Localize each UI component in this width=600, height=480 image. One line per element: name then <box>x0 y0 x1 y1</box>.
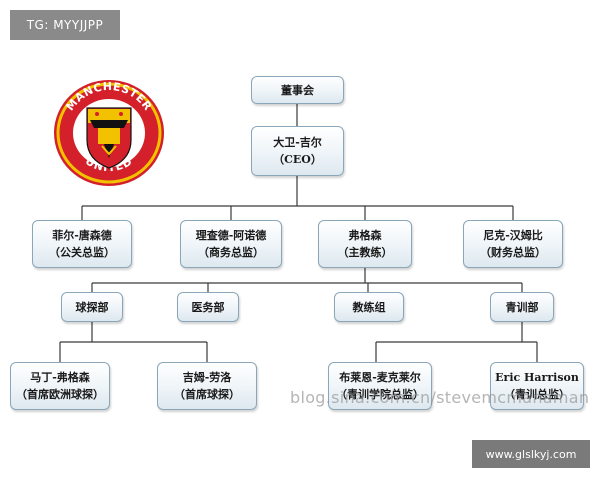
dept-node-scouting: 球探部 <box>61 292 123 322</box>
dept-node-medical: 医务部 <box>177 292 239 322</box>
staff-node-european-scout: 马丁-弗格森 （首席欧洲球探） <box>10 362 110 410</box>
exec-node-commercial: 理查德-阿诺德 （商务总监） <box>180 220 282 268</box>
ceo-node: 大卫-吉尔 （CEO） <box>251 126 344 176</box>
dept-label: 青训部 <box>505 300 539 314</box>
dept-label: 教练组 <box>352 300 386 314</box>
staff-node-academy-director: 布莱恩-麦克莱尔 （青训学院总监） <box>328 362 432 410</box>
staff-title: （青训总监） <box>504 388 570 401</box>
exec-name: 理查德-阿诺德 <box>195 229 267 242</box>
staff-title: （首席欧洲球探） <box>16 388 104 401</box>
staff-name: 布莱恩-麦克莱尔 <box>339 371 421 384</box>
tg-badge: TG: MYYJJPP <box>10 10 120 40</box>
ceo-name: 大卫-吉尔 <box>273 136 322 149</box>
exec-title: （公关总监） <box>49 246 115 259</box>
staff-title: （首席球探） <box>174 388 240 401</box>
dept-label: 球探部 <box>75 300 109 314</box>
board-node: 董事会 <box>251 76 344 104</box>
staff-name: 马丁-弗格森 <box>30 371 90 384</box>
dept-node-youth: 青训部 <box>490 292 554 322</box>
exec-title: （商务总监） <box>198 246 264 259</box>
staff-node-chief-scout: 吉姆-劳洛 （首席球探） <box>157 362 257 410</box>
staff-name: 吉姆-劳洛 <box>182 371 232 384</box>
exec-title: （主教练） <box>337 246 393 259</box>
board-label: 董事会 <box>281 83 314 97</box>
dept-label: 医务部 <box>191 300 225 314</box>
staff-name: Eric Harrison <box>495 371 579 384</box>
dept-node-coaching: 教练组 <box>334 292 404 322</box>
exec-node-manager: 弗格森 （主教练） <box>318 220 412 268</box>
exec-title: （财务总监） <box>480 246 546 259</box>
site-badge: www.glslkyj.com <box>472 440 590 468</box>
exec-node-finance: 尼克-汉姆比 （财务总监） <box>463 220 563 268</box>
exec-name: 弗格森 <box>348 229 382 242</box>
ceo-title: （CEO） <box>273 153 322 166</box>
staff-title: （青训学院总监） <box>336 388 424 401</box>
exec-node-pr: 菲尔-唐森德 （公关总监） <box>32 220 132 268</box>
exec-name: 菲尔-唐森德 <box>52 229 112 242</box>
exec-name: 尼克-汉姆比 <box>483 229 543 242</box>
manchester-united-crest-icon: MANCHESTER UNITED <box>54 80 164 186</box>
staff-node-youth-director: Eric Harrison （青训总监） <box>490 362 584 410</box>
